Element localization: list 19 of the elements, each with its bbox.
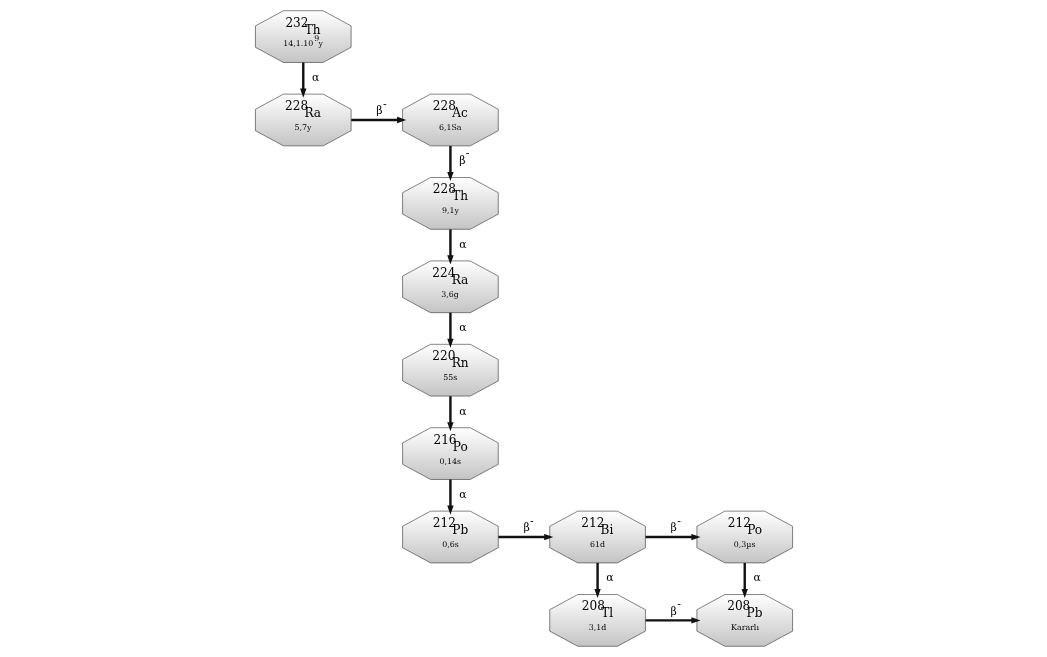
arrow [645, 617, 700, 624]
arrow [741, 562, 748, 599]
edge-label: α [458, 321, 467, 335]
arrow [497, 533, 553, 541]
edge-label: α [753, 571, 761, 585]
edge-label: α [458, 237, 467, 251]
arrow [446, 145, 454, 182]
arrow [350, 116, 406, 124]
edge-label: α [311, 70, 319, 84]
edge-label: α [458, 404, 467, 418]
edge-label: α [458, 487, 467, 501]
arrow [446, 312, 454, 348]
arrow [446, 229, 454, 265]
arrow [593, 562, 601, 599]
arrow [645, 533, 700, 541]
arrow [446, 396, 454, 432]
arrow [299, 62, 306, 98]
edge-label: α [605, 571, 614, 585]
arrow [446, 479, 454, 515]
